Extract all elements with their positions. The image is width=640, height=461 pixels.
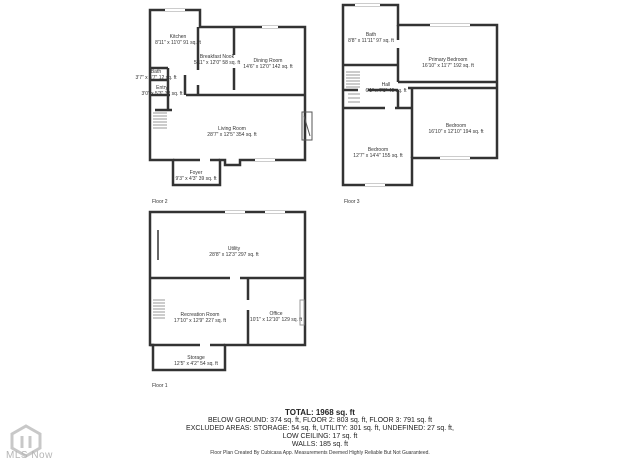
room-label-living-room: Living Room 28'7" x 12'5" 354 sq. ft [207, 126, 256, 138]
summary-line: EXCLUDED AREAS: STORAGE: 54 sq. ft, UTIL… [186, 425, 454, 432]
room-label-kitchen: Kitchen 8'11" x 11'0" 91 sq. ft [155, 34, 201, 46]
room-name: Office [269, 311, 283, 317]
floor-2-walls [148, 8, 307, 187]
room-label-bath-floor2: Bath 3'7" x 3'7" 12 sq. ft [135, 69, 176, 81]
total-area: TOTAL: 1968 sq. ft [285, 408, 355, 417]
room-dimensions: 5'11" x 12'0" 58 sq. ft [193, 60, 241, 66]
room-name: Kitchen [169, 34, 187, 40]
floor-2-label: Floor 2 [152, 199, 168, 205]
floor-plan-drawing [148, 3, 499, 372]
room-label-primary-bedroom: Primary Bedroom 16'10" x 11'7" 192 sq. f… [422, 57, 474, 69]
room-dimensions: 28'7" x 12'5" 354 sq. ft [207, 132, 257, 138]
room-name: Storage [187, 355, 205, 361]
room-dimensions: 3'7" x 3'7" 12 sq. ft [135, 75, 177, 81]
room-name: Dining Room [253, 58, 283, 64]
room-label-bedroom-1: Bedroom 16'10" x 12'10" 194 sq. ft [429, 123, 484, 135]
room-label-bath-floor3: Bath 8'8" x 11'11" 97 sq. ft [348, 32, 394, 44]
room-dimensions: 16'10" x 12'10" 194 sq. ft [428, 129, 484, 135]
room-dimensions: 12'7" x 14'4" 155 sq. ft [353, 153, 403, 159]
room-name: Recreation Room [180, 312, 220, 318]
room-label-foyer: Foyer 9'3" x 4'3" 39 sq. ft [175, 170, 216, 182]
room-name: Breakfast Nook [199, 54, 235, 60]
summary-line: WALLS: 185 sq. ft [291, 441, 349, 448]
room-dimensions: 28'8" x 12'3" 297 sq. ft [209, 252, 259, 258]
summary-line: BELOW GROUND: 374 sq. ft, FLOOR 2: 803 s… [207, 417, 433, 424]
room-dimensions: 6'1" x 7'1" 49 sq. ft [365, 88, 407, 94]
room-name: Utility [227, 246, 241, 252]
room-name: Foyer [189, 170, 203, 176]
floor-1-walls [148, 210, 307, 372]
footer-disclaimer: Floor Plan Created By Cubicasa App. Meas… [210, 450, 430, 456]
room-dimensions: 12'5" x 4'2" 54 sq. ft [174, 361, 218, 367]
room-label-dining-room: Dining Room 14'6" x 12'0" 142 sq. ft [243, 58, 292, 70]
room-dimensions: 3'0" x 5'3" 32 sq. ft [141, 91, 183, 97]
room-label-recreation-room: Recreation Room 17'10" x 12'9" 227 sq. f… [174, 312, 226, 324]
room-name: Bath [365, 32, 377, 38]
room-label-bedroom-2: Bedroom 12'7" x 14'4" 155 sq. ft [353, 147, 402, 159]
floor-3-label: Floor 3 [344, 199, 360, 205]
room-dimensions: 8'8" x 11'11" 97 sq. ft [348, 38, 394, 44]
floor-1-label: Floor 1 [152, 383, 168, 389]
room-name: Living Room [218, 126, 246, 132]
summary-line: LOW CEILING: 17 sq. ft [282, 433, 358, 440]
room-name: Bedroom [445, 123, 467, 129]
room-label-storage: Storage 12'5" x 4'2" 54 sq. ft [174, 355, 218, 367]
logo-text: MLS Now [6, 450, 53, 461]
room-dimensions: 8'11" x 11'0" 91 sq. ft [155, 40, 201, 46]
room-label-office: Office 10'1" x 12'10" 129 sq. ft [250, 311, 302, 323]
room-dimensions: 10'1" x 12'10" 129 sq. ft [249, 317, 303, 323]
room-name: Bath [150, 69, 162, 75]
mls-now-logo-icon [10, 424, 42, 458]
room-name: Bedroom [367, 147, 389, 153]
room-label-utility: Utility 28'8" x 12'3" 297 sq. ft [209, 246, 258, 258]
room-name: Entry [156, 85, 168, 91]
room-name: Primary Bedroom [428, 57, 468, 63]
room-dimensions: 16'10" x 11'7" 192 sq. ft [422, 63, 474, 69]
room-label-entry: Entry 3'0" x 5'3" 32 sq. ft [141, 85, 182, 97]
room-label-hall: Hall 6'1" x 7'1" 49 sq. ft [365, 82, 406, 94]
room-label-breakfast-nook: Breakfast Nook 5'11" x 12'0" 58 sq. ft [194, 54, 240, 66]
room-dimensions: 17'10" x 12'9" 227 sq. ft [173, 318, 227, 324]
room-dimensions: 14'6" x 12'0" 142 sq. ft [243, 64, 293, 70]
area-summary: TOTAL: 1968 sq. ft BELOW GROUND: 374 sq.… [0, 409, 640, 449]
room-dimensions: 9'3" x 4'3" 39 sq. ft [175, 176, 217, 182]
room-name: Hall [381, 82, 391, 88]
